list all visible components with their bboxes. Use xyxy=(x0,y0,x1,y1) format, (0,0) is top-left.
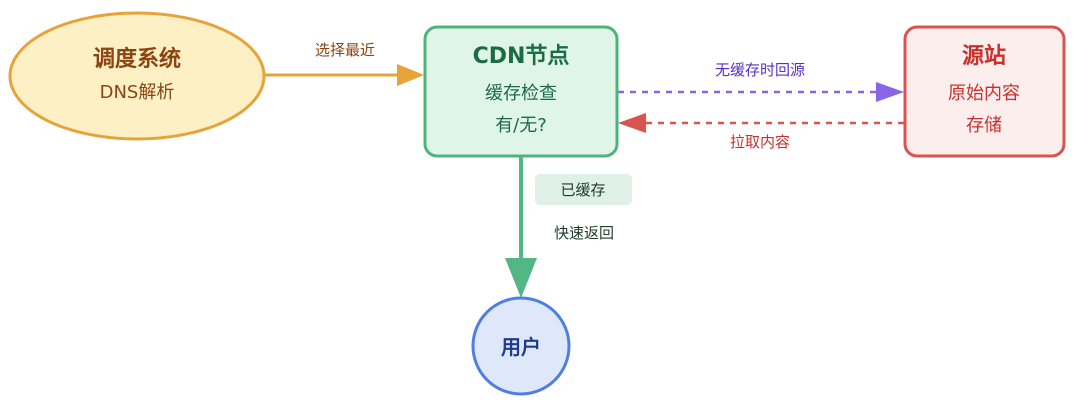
node-cdn-shape xyxy=(423,25,619,158)
node-origin: 源站 原始内容 存储 xyxy=(903,25,1066,158)
edge-no-cache: 无缓存时回源 xyxy=(618,61,904,102)
edge-no-cache-arrowhead xyxy=(876,82,904,102)
node-origin-title: 源站 xyxy=(962,44,1006,69)
node-scheduler-title: 调度系统 xyxy=(93,46,181,72)
edge-cached-arrowhead xyxy=(505,258,537,298)
node-user-title: 用户 xyxy=(501,335,541,359)
node-origin-line1: 原始内容 xyxy=(948,83,1020,104)
edge-select-nearest-arrowhead xyxy=(397,64,424,86)
edge-cached-return: 已缓存 快速返回 xyxy=(505,157,632,298)
node-cdn-title: CDN节点 xyxy=(473,43,570,69)
node-origin-shape xyxy=(903,25,1066,158)
node-origin-line2: 存储 xyxy=(966,115,1002,136)
edge-select-nearest: 选择最近 xyxy=(265,41,424,86)
node-cdn: CDN节点 缓存检查 有/无? xyxy=(423,25,619,158)
node-scheduler-shape xyxy=(8,11,266,141)
edge-cached-badge-text: 已缓存 xyxy=(560,181,605,199)
node-user: 用户 xyxy=(471,296,571,396)
node-user-shape xyxy=(471,296,571,396)
edge-pull-content-label: 拉取内容 xyxy=(730,133,790,151)
edge-pull-content: 拉取内容 xyxy=(618,113,904,151)
node-scheduler: 调度系统 DNS解析 xyxy=(8,11,266,141)
node-scheduler-subtitle: DNS解析 xyxy=(100,82,175,103)
node-cdn-line1: 缓存检查 xyxy=(485,83,557,104)
edge-select-nearest-label: 选择最近 xyxy=(315,41,375,59)
edge-cached-badge xyxy=(535,174,632,205)
edge-no-cache-label: 无缓存时回源 xyxy=(715,61,805,79)
edge-cached-label: 快速返回 xyxy=(554,224,614,242)
node-cdn-line2: 有/无? xyxy=(495,115,547,136)
edge-pull-content-arrowhead xyxy=(618,113,646,133)
